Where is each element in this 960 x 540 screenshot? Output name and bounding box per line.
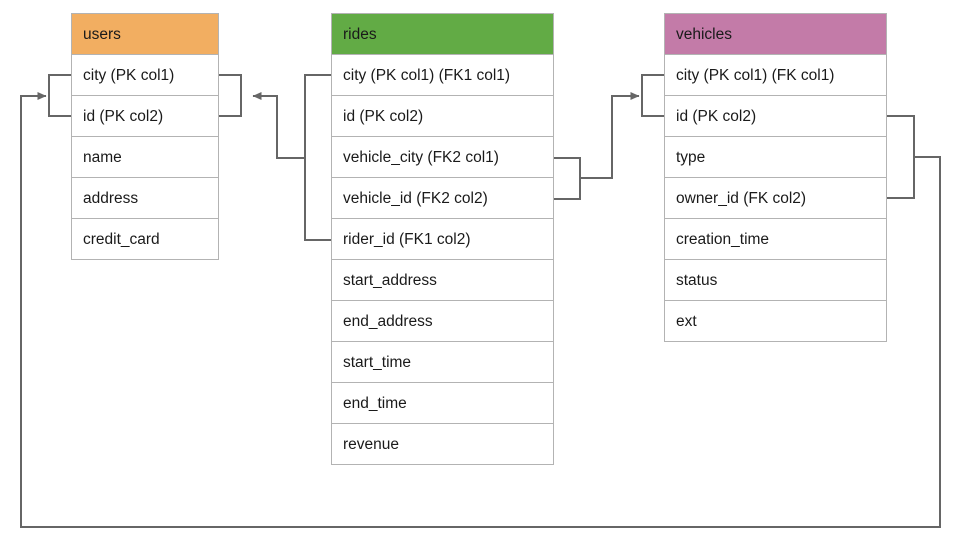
entity-rides-column-start-address[interactable]: start_address [331,260,554,301]
connector-rides-fk1-bracket [304,74,331,241]
entity-rides-column-end-address[interactable]: end_address [331,301,554,342]
entity-vehicles-column-creation-time[interactable]: creation_time [664,219,887,260]
entity-rides-column-rider-id[interactable]: rider_id (FK1 col2) [331,219,554,260]
entity-rides-column-start-time[interactable]: start_time [331,342,554,383]
entity-rides-column-end-time[interactable]: end_time [331,383,554,424]
entity-users-column-name[interactable]: name [71,137,219,178]
entity-vehicles-column-city[interactable]: city (PK col1) (FK col1) [664,55,887,96]
entity-users-column-city[interactable]: city (PK col1) [71,55,219,96]
connector-vehicles-fk-bracket [887,115,915,199]
entity-rides-column-vehicle-city[interactable]: vehicle_city (FK2 col1) [331,137,554,178]
connector-users-right-bracket [219,74,242,117]
connector-users-left-bracket [48,74,71,117]
entity-rides-header[interactable]: rides [331,13,554,55]
entity-rides-column-revenue[interactable]: revenue [331,424,554,465]
entity-vehicles-column-id[interactable]: id (PK col2) [664,96,887,137]
connector-rides-fk2-bracket [554,157,581,200]
entity-rides-column-city[interactable]: city (PK col1) (FK1 col1) [331,55,554,96]
entity-users[interactable]: users city (PK col1) id (PK col2) name a… [71,13,219,260]
entity-users-column-id[interactable]: id (PK col2) [71,96,219,137]
connector-vehicles-left-bracket [641,74,664,117]
entity-vehicles-column-type[interactable]: type [664,137,887,178]
connector-rides-fk2-to-vehicles [580,92,640,179]
entity-users-header[interactable]: users [71,13,219,55]
entity-vehicles-column-owner-id[interactable]: owner_id (FK col2) [664,178,887,219]
connector-rides-fk1-to-users [252,92,305,159]
entity-vehicles[interactable]: vehicles city (PK col1) (FK col1) id (PK… [664,13,887,342]
entity-users-column-credit-card[interactable]: credit_card [71,219,219,260]
entity-users-column-address[interactable]: address [71,178,219,219]
entity-rides-column-id[interactable]: id (PK col2) [331,96,554,137]
entity-rides[interactable]: rides city (PK col1) (FK1 col1) id (PK c… [331,13,554,465]
entity-vehicles-column-status[interactable]: status [664,260,887,301]
entity-vehicles-column-ext[interactable]: ext [664,301,887,342]
entity-vehicles-header[interactable]: vehicles [664,13,887,55]
entity-rides-column-vehicle-id[interactable]: vehicle_id (FK2 col2) [331,178,554,219]
